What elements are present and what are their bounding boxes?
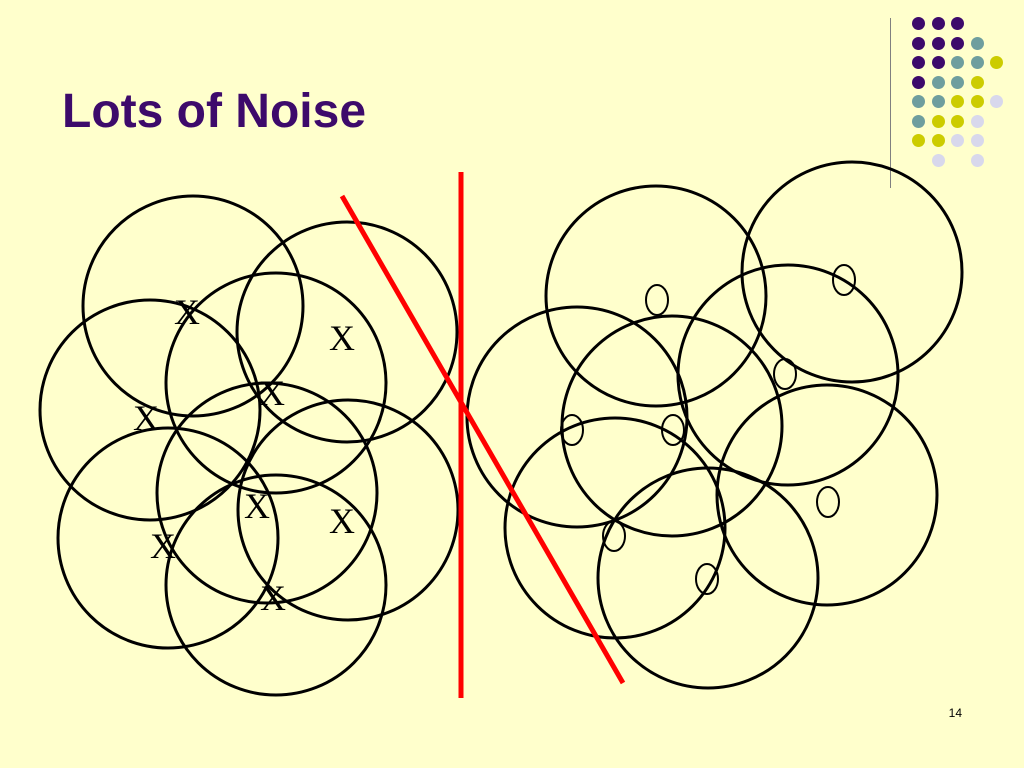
decorative-dot xyxy=(951,75,964,89)
x-circle xyxy=(81,194,305,418)
decorative-dot xyxy=(970,114,984,128)
o-marker xyxy=(645,284,669,316)
decorative-dot xyxy=(951,56,964,69)
o-marker xyxy=(773,358,797,390)
decorative-dot xyxy=(912,17,925,30)
decorative-dot xyxy=(931,17,945,30)
decorative-dot xyxy=(931,95,945,108)
o-marker xyxy=(695,563,719,595)
decorative-dot xyxy=(912,75,925,89)
decorative-dot xyxy=(951,95,964,108)
decorative-dot-grid xyxy=(900,10,1010,170)
o-circle xyxy=(596,466,820,690)
slide-title: Lots of Noise xyxy=(62,85,367,138)
x-marker: X xyxy=(174,292,200,332)
x-marker: X xyxy=(259,373,285,413)
o-marker xyxy=(661,414,685,446)
o-marker xyxy=(832,264,856,296)
x-marker: X xyxy=(133,398,159,438)
decorative-dot xyxy=(931,56,945,69)
decorative-dot xyxy=(931,114,945,128)
x-marker: X xyxy=(260,578,286,618)
x-circle xyxy=(164,271,388,495)
o-marker xyxy=(602,520,626,552)
decorative-dot xyxy=(931,153,945,167)
x-circle xyxy=(38,298,262,522)
page-number: 14 xyxy=(948,706,962,720)
x-cluster-circles xyxy=(38,194,460,697)
decorative-dot xyxy=(970,36,984,50)
decorative-dot xyxy=(970,134,984,147)
decorative-dot xyxy=(990,56,1003,69)
decorative-dot xyxy=(931,134,945,147)
decorative-dot xyxy=(951,17,964,30)
o-marker xyxy=(816,486,840,518)
x-markers: X X X X X X X X xyxy=(133,292,355,618)
x-circle xyxy=(56,426,280,650)
x-circle xyxy=(155,381,379,605)
decorative-dot xyxy=(970,95,984,108)
o-cluster-circles xyxy=(465,160,964,690)
o-circle xyxy=(503,416,727,640)
decorative-dot xyxy=(931,75,945,89)
decorative-dot xyxy=(912,95,925,108)
o-circle xyxy=(715,383,939,607)
o-circle xyxy=(676,263,900,487)
o-marker xyxy=(560,414,584,446)
decorative-dot xyxy=(951,134,964,147)
decorative-dot xyxy=(970,56,984,69)
decorative-dot xyxy=(951,36,964,50)
decorative-dot xyxy=(912,36,925,50)
decorative-dot xyxy=(912,56,925,69)
decorative-dot xyxy=(912,114,925,128)
o-circle xyxy=(544,184,768,408)
decorative-dot xyxy=(970,153,984,167)
o-circle xyxy=(560,314,784,538)
decorative-dot xyxy=(990,95,1003,108)
x-marker: X xyxy=(329,501,355,541)
decorative-divider-line xyxy=(890,18,891,188)
o-circle xyxy=(740,160,964,384)
o-markers xyxy=(560,264,856,595)
decorative-dot xyxy=(931,36,945,50)
x-marker: X xyxy=(329,318,355,358)
decorative-dot xyxy=(912,134,925,147)
x-circle xyxy=(164,473,388,697)
decorative-dot xyxy=(970,75,984,89)
x-marker: X xyxy=(244,486,270,526)
x-marker: X xyxy=(150,526,176,566)
decorative-dot xyxy=(951,114,964,128)
diagonal-separator-line xyxy=(339,194,626,685)
x-circle xyxy=(236,398,460,622)
x-circle xyxy=(235,220,459,444)
